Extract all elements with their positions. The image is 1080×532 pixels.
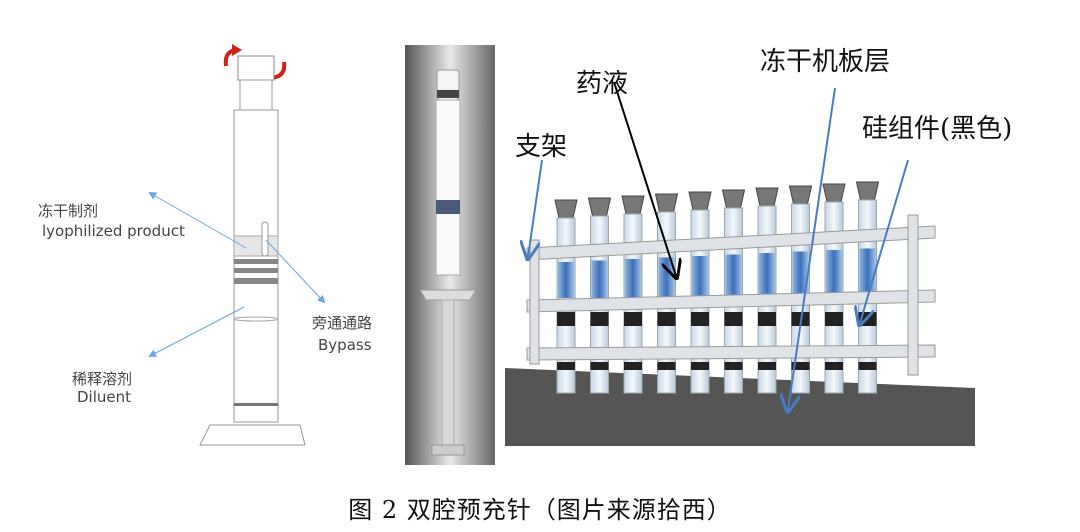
vial-stopper — [822, 183, 846, 203]
vial-stopper — [554, 199, 578, 219]
vial-stopper — [755, 187, 779, 207]
label-bypass-cn: 旁通通路 — [312, 314, 372, 332]
vial — [621, 195, 645, 394]
silicone-component — [758, 312, 776, 326]
silicone-component — [724, 312, 743, 326]
vial-liquid — [859, 248, 876, 298]
vial-liquid — [558, 262, 574, 298]
label-lyophilized-en: lyophilized product — [42, 222, 185, 240]
label-bypass-en: Bypass — [318, 336, 372, 354]
vial — [788, 185, 813, 394]
vial-stopper — [688, 191, 712, 211]
label-diluent-en: Diluent — [77, 388, 131, 406]
silicone-component — [557, 312, 575, 326]
label-solution: 药液 — [576, 69, 628, 99]
vial — [688, 191, 712, 394]
vial — [855, 181, 880, 394]
label-shelf: 冻干机板层 — [760, 47, 890, 77]
vial-liquid — [591, 260, 608, 298]
silicone-component — [691, 312, 709, 326]
vial-liquid — [759, 253, 775, 298]
label-silicone: 硅组件(黑色) — [862, 114, 1012, 144]
vial-stopper — [721, 189, 746, 209]
vial — [554, 199, 578, 394]
vial-liquid — [692, 256, 708, 298]
vial — [587, 197, 612, 394]
rack-frame — [526, 214, 936, 376]
shelf-plate — [505, 368, 975, 446]
vial-stopper — [855, 181, 880, 201]
figure-caption: 图 2 双腔预充针（图片来源拾西） — [348, 496, 732, 524]
silicone-component — [590, 312, 609, 326]
vial-liquid — [625, 259, 641, 298]
vial-stopper — [654, 193, 679, 213]
vial — [822, 183, 846, 394]
vial — [721, 189, 746, 394]
dual-chamber-syringe-diagram: 冻干制剂 lyophilized product 旁通通路 Bypass 稀释溶… — [38, 44, 372, 446]
label-diluent-cn: 稀释溶剂 — [72, 370, 132, 388]
vial-liquid — [826, 250, 842, 298]
vial-stopper — [621, 195, 645, 215]
silicone-component — [624, 312, 642, 326]
vial-stopper — [587, 197, 612, 217]
vial-liquid — [725, 254, 742, 298]
syringe-photo — [405, 45, 495, 465]
label-rack: 支架 — [515, 132, 567, 162]
label-lyophilized-cn: 冻干制剂 — [38, 202, 98, 220]
silicone-component — [657, 312, 676, 326]
freeze-dryer-rack-diagram: 药液 冻干机板层 支架 硅组件(黑色) — [505, 47, 1012, 446]
silicone-component — [825, 312, 843, 326]
vial-liquid — [792, 251, 809, 298]
vial-stopper — [788, 185, 813, 205]
vial — [755, 187, 779, 394]
